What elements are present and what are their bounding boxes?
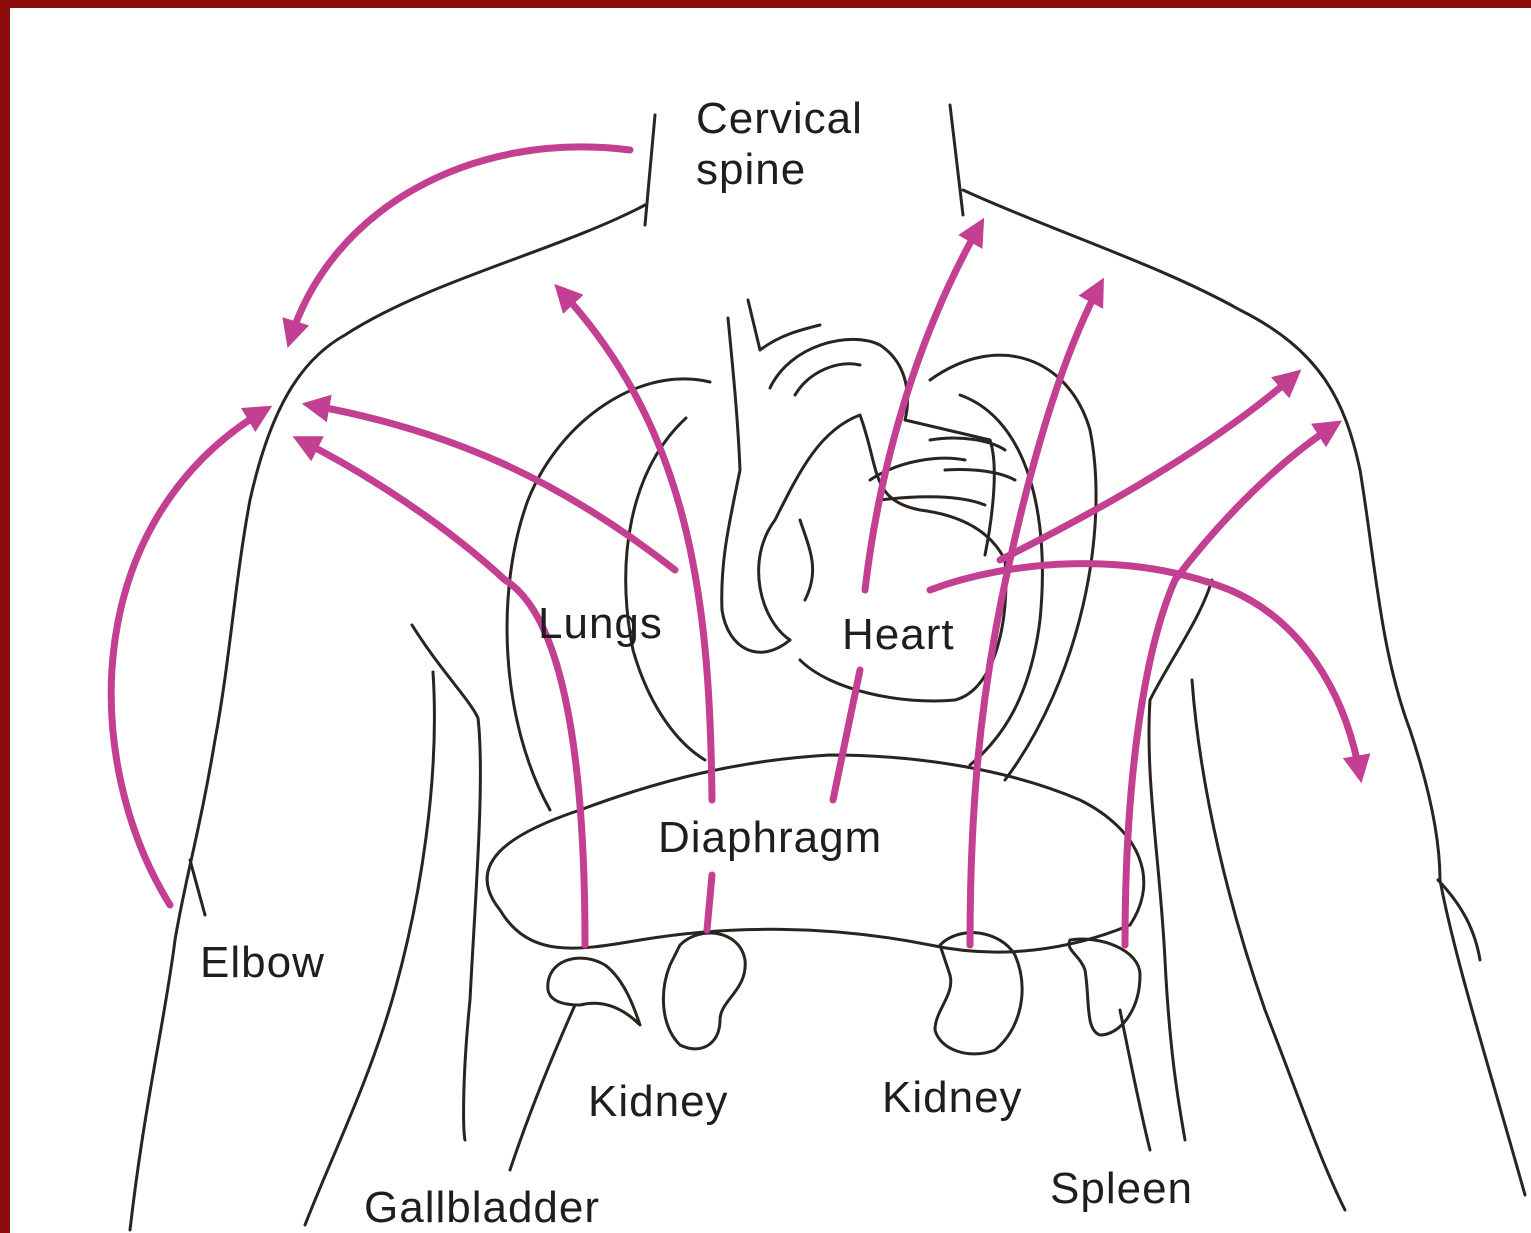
- referred-pain-diagram: Cervical spine Lungs Heart Diaphragm Elb…: [10, 8, 1531, 1233]
- vena-cava-branch: [748, 300, 820, 350]
- label-gallbladder: Gallbladder: [364, 1183, 600, 1232]
- gallbladder-leader: [510, 1005, 575, 1170]
- diagram-frame: Cervical spine Lungs Heart Diaphragm Elb…: [10, 8, 1531, 1233]
- abdominal-organs: [510, 933, 1150, 1170]
- labels: Cervical spine Lungs Heart Diaphragm Elb…: [200, 94, 1193, 1232]
- left-lung-outline: [507, 379, 710, 810]
- right-inner-arm-line: [1192, 680, 1345, 1210]
- arrow-lungs-to-left-shoulder: [310, 405, 675, 570]
- arrow-elbow-to-left-shoulder: [111, 410, 265, 905]
- neck-left-line: [645, 115, 655, 225]
- heart-chamber-line: [800, 520, 813, 600]
- arrow-gallbladder-to-left-shoulder: [300, 440, 585, 945]
- left-elbow-crease: [190, 860, 205, 915]
- label-lungs: Lungs: [538, 599, 663, 648]
- label-diaphragm: Diaphragm: [658, 813, 882, 862]
- neck-right-line: [950, 105, 963, 215]
- spleen-leader: [1120, 1010, 1150, 1150]
- label-heart: Heart: [842, 610, 955, 659]
- right-inner-torso-line: [1149, 580, 1212, 1140]
- arrow-heart-to-neck: [833, 225, 980, 800]
- label-elbow: Elbow: [200, 938, 325, 987]
- label-kidney-right: Kidney: [882, 1073, 1023, 1122]
- label-kidney-left: Kidney: [588, 1077, 729, 1126]
- aortic-arch-inner: [795, 364, 860, 395]
- label-cervical-spine-line2: spine: [696, 145, 806, 194]
- right-shoulder-arm-outline: [963, 190, 1525, 1195]
- gallbladder-outline: [548, 958, 640, 1025]
- vena-cava: [722, 318, 790, 652]
- label-spleen: Spleen: [1050, 1164, 1193, 1213]
- right-elbow-crease: [1438, 880, 1480, 960]
- aortic-arch: [770, 339, 994, 555]
- left-inner-torso-line: [412, 625, 480, 1140]
- arrow-kidney-to-diaphragm: [707, 875, 712, 930]
- left-kidney-outline: [663, 933, 745, 1049]
- arrow-heart-to-right-shoulder: [1000, 375, 1295, 560]
- spleen-outline: [1069, 939, 1140, 1035]
- label-cervical-spine-line1: Cervical: [696, 94, 863, 143]
